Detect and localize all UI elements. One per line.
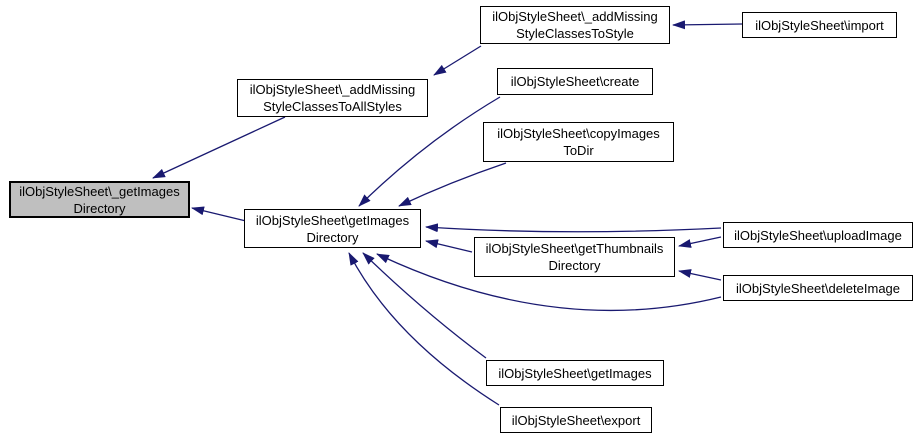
node-label-line: Directory: [306, 229, 359, 245]
edge-getImages-to-getImagesDirectory: [362, 252, 487, 359]
edge-import-to-addMissingStyleClassesToStyle: [672, 20, 743, 30]
node-label-line: ilObjStyleSheet\copyImages: [497, 126, 660, 141]
node-label-line: ilObjStyleSheet\_addMissing: [249, 82, 416, 97]
edge-deleteImage-to-getThumbnailsDirectory: [678, 269, 722, 281]
node-label-line: ilObjStyleSheet\export: [511, 412, 641, 428]
node-get-images[interactable]: ilObjStyleSheet\getImages: [486, 360, 664, 386]
node-label-line: ilObjStyleSheet\import: [755, 17, 884, 33]
edge-deleteImage-to-getImagesDirectory: [376, 253, 722, 312]
node-label-line: ilObjStyleSheet\deleteImage: [735, 280, 901, 296]
edge-export-to-getImagesDirectory: [348, 252, 500, 406]
node-label-line: ilObjStyleSheet\_getImages: [19, 183, 180, 199]
node-label-line: ilObjStyleSheet\create: [510, 74, 640, 89]
node-label-line: ToDir: [563, 143, 594, 158]
edge-uploadImage-to-getImagesDirectory: [425, 223, 722, 233]
node-label-line: StyleClassesToAllStyles: [263, 99, 402, 114]
node-export[interactable]: ilObjStyleSheet\export: [500, 407, 652, 433]
node-label-line: Directory: [73, 200, 126, 216]
node-upload-image[interactable]: ilObjStyleSheet\uploadImage: [723, 222, 913, 248]
edge-getThumbnailsDirectory-to-getImagesDirectory: [425, 239, 473, 253]
edge-uploadImage-to-getThumbnailsDirectory: [678, 236, 722, 248]
node-label-line: ilObjStyleSheet\_addMissing: [492, 9, 658, 24]
node-create[interactable]: ilObjStyleSheet\create: [497, 68, 653, 95]
node-label-line: ilObjStyleSheet\uploadImage: [734, 227, 902, 243]
edge-addMissingStyleClassesToAllStyles-to-_getImagesDirectory: [152, 116, 286, 179]
edge-copyImagesToDir-to-getImagesDirectory: [398, 162, 507, 207]
node-import[interactable]: ilObjStyleSheet\import: [742, 12, 897, 38]
node-label-line: StyleClassesToStyle: [516, 26, 634, 41]
node-label-line: ilObjStyleSheet\getImages: [498, 365, 652, 381]
node-label-line: ilObjStyleSheet\getImages: [255, 212, 410, 228]
node-label-line: ilObjStyleSheet\getThumbnails: [485, 241, 664, 256]
edge-create-to-getImagesDirectory: [358, 96, 501, 207]
edge-getImagesDirectory-to-_getImagesDirectory: [191, 206, 247, 222]
node-label-line: Directory: [548, 258, 601, 273]
node-delete-image[interactable]: ilObjStyleSheet\deleteImage: [723, 275, 913, 301]
edge-addMissingStyleClassesToStyle-to-addMissingStyleClassesToAllStyles: [433, 45, 482, 76]
